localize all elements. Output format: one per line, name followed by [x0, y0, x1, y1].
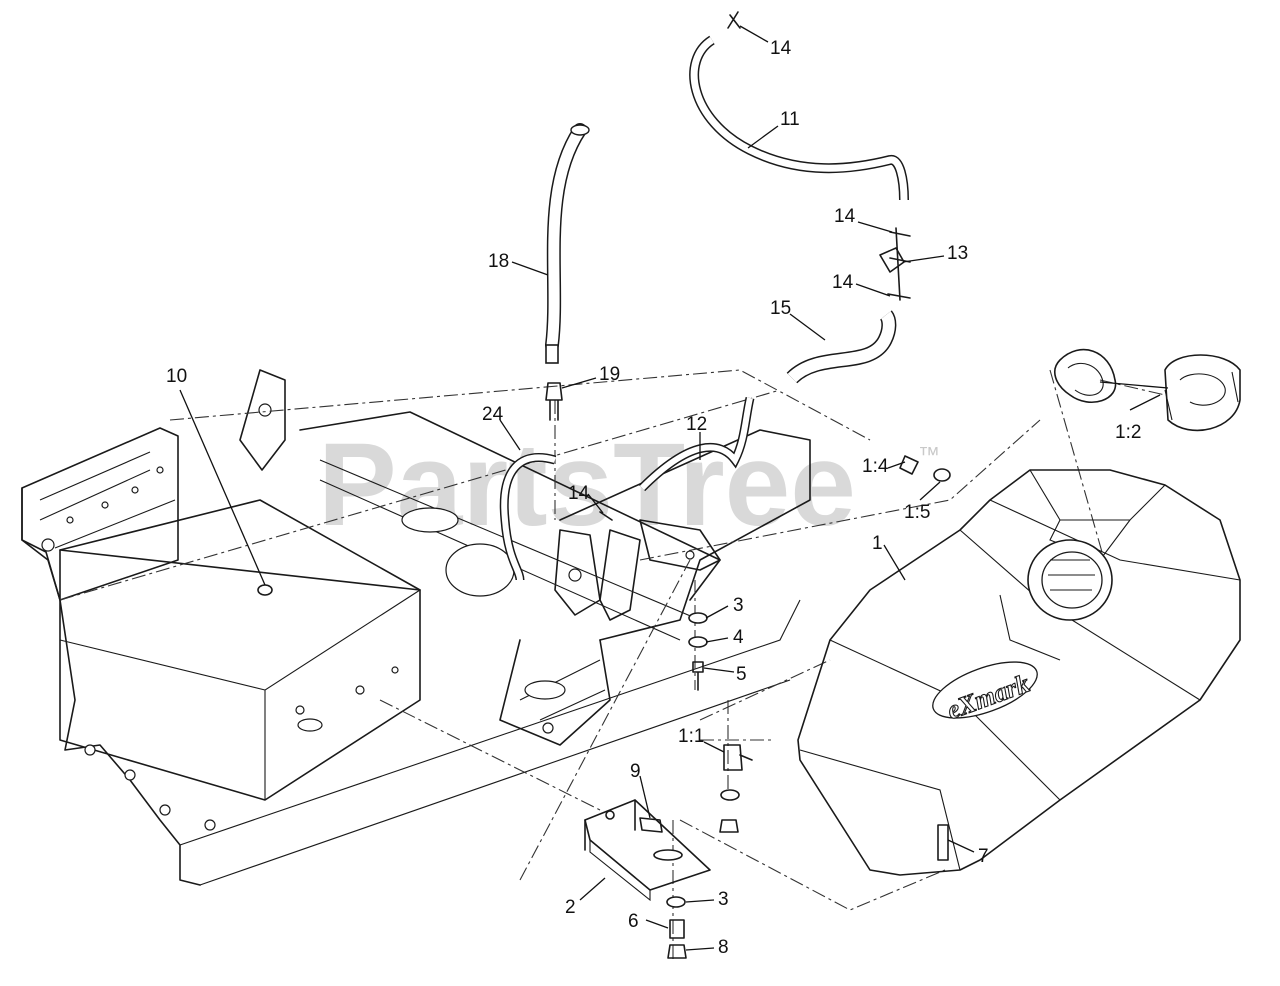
callout-12: 12	[686, 414, 707, 435]
callout-13: 13	[947, 243, 968, 264]
callout-2: 2	[565, 897, 576, 918]
watermark: PartsTree ™	[318, 419, 940, 551]
callout-5: 5	[736, 664, 747, 685]
callout-14: 14	[568, 483, 590, 504]
chassis-frame	[21, 369, 811, 886]
callout-3: 3	[718, 889, 729, 910]
hoses	[499, 11, 951, 581]
watermark-trademark: ™	[918, 442, 940, 467]
callout-1-4: 1:4	[862, 456, 889, 477]
fuel-tank: eXmark	[797, 469, 1241, 876]
callout-19: 19	[599, 364, 620, 385]
callout-14: 14	[834, 206, 856, 227]
callout-10: 10	[166, 366, 187, 387]
callout-leaders	[179, 25, 1161, 951]
callout-14: 14	[832, 272, 854, 293]
callout-1: 1	[872, 533, 883, 554]
callout-18: 18	[488, 251, 509, 272]
fuel-cap	[1054, 348, 1241, 432]
callout-24: 24	[482, 404, 504, 425]
callout-14: 14	[770, 38, 792, 59]
callout-15: 15	[770, 298, 791, 319]
callout-9: 9	[630, 761, 641, 782]
callout-1-2: 1:2	[1115, 422, 1141, 443]
callout-11: 11	[780, 109, 800, 130]
watermark-text: PartsTree	[318, 419, 856, 551]
callout-1-1: 1:1	[678, 726, 704, 747]
assembly-lines	[59, 369, 1166, 960]
callout-3: 3	[733, 595, 744, 616]
callout-4: 4	[733, 627, 744, 648]
callout-6: 6	[628, 911, 639, 932]
callout-labels: 14 11 14 13 14 18 15 19 10 24 12 1:2 1:4…	[166, 38, 1141, 958]
callout-8: 8	[718, 937, 729, 958]
hardware	[257, 584, 949, 959]
callout-7: 7	[978, 846, 989, 867]
callout-1-5: 1:5	[904, 502, 930, 523]
